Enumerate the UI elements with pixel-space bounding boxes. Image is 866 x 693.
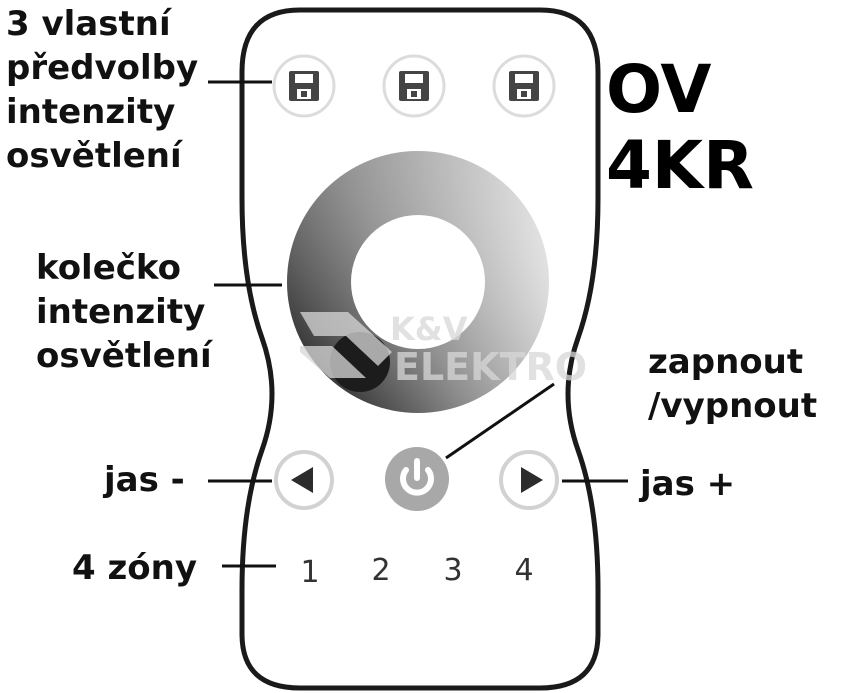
intensity-wheel[interactable] xyxy=(287,151,549,413)
zone-button-2[interactable]: 2 xyxy=(371,553,390,588)
presets-label-line2: předvolby xyxy=(6,48,199,88)
power-label: zapnout /vypnout xyxy=(648,340,817,428)
zone-button-1[interactable]: 1 xyxy=(300,555,319,590)
preset-button-1[interactable] xyxy=(272,54,336,118)
wheel-label: kolečko intenzity osvětlení xyxy=(36,246,212,378)
power-leader-line xyxy=(445,382,555,460)
presets-label-line4: osvětlení xyxy=(6,136,182,176)
preset-button-3[interactable] xyxy=(492,54,556,118)
presets-label: 3 vlastní předvolby intenzity osvětlení xyxy=(6,2,198,178)
wheel-label-line2: intenzity xyxy=(36,292,206,332)
brightness-down-button[interactable] xyxy=(274,450,334,510)
floppy-disk-icon xyxy=(399,71,429,101)
model-title: OV 4KR xyxy=(606,51,754,204)
power-label-line1: zapnout xyxy=(648,342,804,382)
power-icon xyxy=(400,458,434,496)
triangle-left-icon xyxy=(291,467,313,493)
brightness-down-label: jas - xyxy=(104,460,185,500)
power-label-line2: /vypnout xyxy=(648,386,818,426)
preset-button-2[interactable] xyxy=(382,54,446,118)
brightness-up-button[interactable] xyxy=(499,450,559,510)
watermark: K&V ELEKTRO xyxy=(300,310,587,389)
brightness-up-label: jas + xyxy=(640,464,736,504)
zones-label: 4 zóny xyxy=(72,548,198,588)
triangle-right-icon xyxy=(521,467,543,493)
wheel-label-line3: osvětlení xyxy=(36,336,212,376)
wheel-label-line1: kolečko xyxy=(36,248,181,288)
presets-label-line3: intenzity xyxy=(6,92,176,132)
floppy-disk-icon xyxy=(289,71,319,101)
watermark-line2: ELEKTRO xyxy=(394,345,587,389)
floppy-disk-icon xyxy=(509,71,539,101)
power-button[interactable] xyxy=(385,447,449,511)
watermark-line1: K&V xyxy=(390,310,468,348)
presets-label-line1: 3 vlastní xyxy=(6,4,171,44)
zone-button-3[interactable]: 3 xyxy=(443,553,462,588)
zone-button-4[interactable]: 4 xyxy=(514,553,533,588)
